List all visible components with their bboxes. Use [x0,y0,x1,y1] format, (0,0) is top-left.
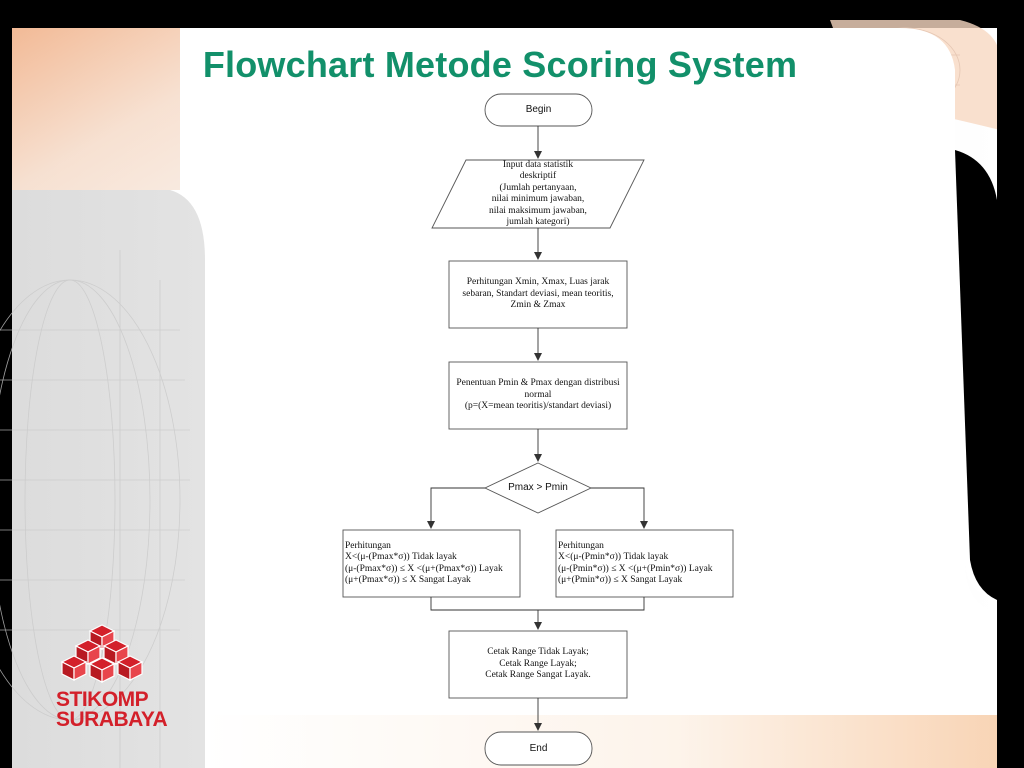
right-branch-box [555,529,734,598]
left-branch-label: Perhitungan X<(μ-(Pmax*σ)) Tidak layak (… [345,540,503,586]
input-parallelogram [431,159,645,229]
calc-node: Perhitungan Xmin, Xmax, Luas jarak sebar… [449,261,627,328]
print-process-box [448,630,628,699]
decision-label: Pmax > Pmin [508,482,568,494]
print-node: Cetak Range Tidak Layak; Cetak Range Lay… [449,631,627,698]
slide-title: Flowchart Metode Scoring System [202,44,798,85]
logo-line-2: SURABAYA [56,708,168,731]
arrow-decision-right [591,487,648,529]
right-branch-node: Perhitungan X<(μ-(Pmin*σ)) Tidak layak (… [558,530,733,597]
input-node: Input data statistik deskriptif (Jumlah … [470,160,606,228]
end-terminator [484,731,593,766]
input-label: Input data statistik deskriptif (Jumlah … [489,159,587,228]
determine-label: Penentuan Pmin & Pmax dengan distribusi … [456,378,620,412]
calc-process-box [448,260,628,329]
end-label: End [529,742,548,754]
decision-diamond [483,462,593,514]
logo-line-1: STIKOMP [56,688,149,711]
arrow-decision-left [427,487,485,529]
begin-label: Begin [525,104,552,116]
left-branch-box [342,529,521,598]
calc-label: Perhitungan Xmin, Xmax, Luas jarak sebar… [462,277,614,311]
connector-right-merge [538,597,645,611]
stikomp-logo-icon [60,624,144,683]
determine-node: Penentuan Pmin & Pmax dengan distribusi … [449,362,627,429]
left-branch-node: Perhitungan X<(μ-(Pmax*σ)) Tidak layak (… [345,530,520,597]
begin-node: Begin [485,94,592,126]
right-branch-label: Perhitungan X<(μ-(Pmin*σ)) Tidak layak (… [558,540,713,586]
print-label: Cetak Range Tidak Layak; Cetak Range Lay… [485,647,591,681]
connector-left-merge [430,597,538,611]
end-node: End [485,732,592,765]
begin-terminator [484,93,593,127]
decision-node: Pmax > Pmin [485,463,591,513]
determine-process-box [448,361,628,430]
